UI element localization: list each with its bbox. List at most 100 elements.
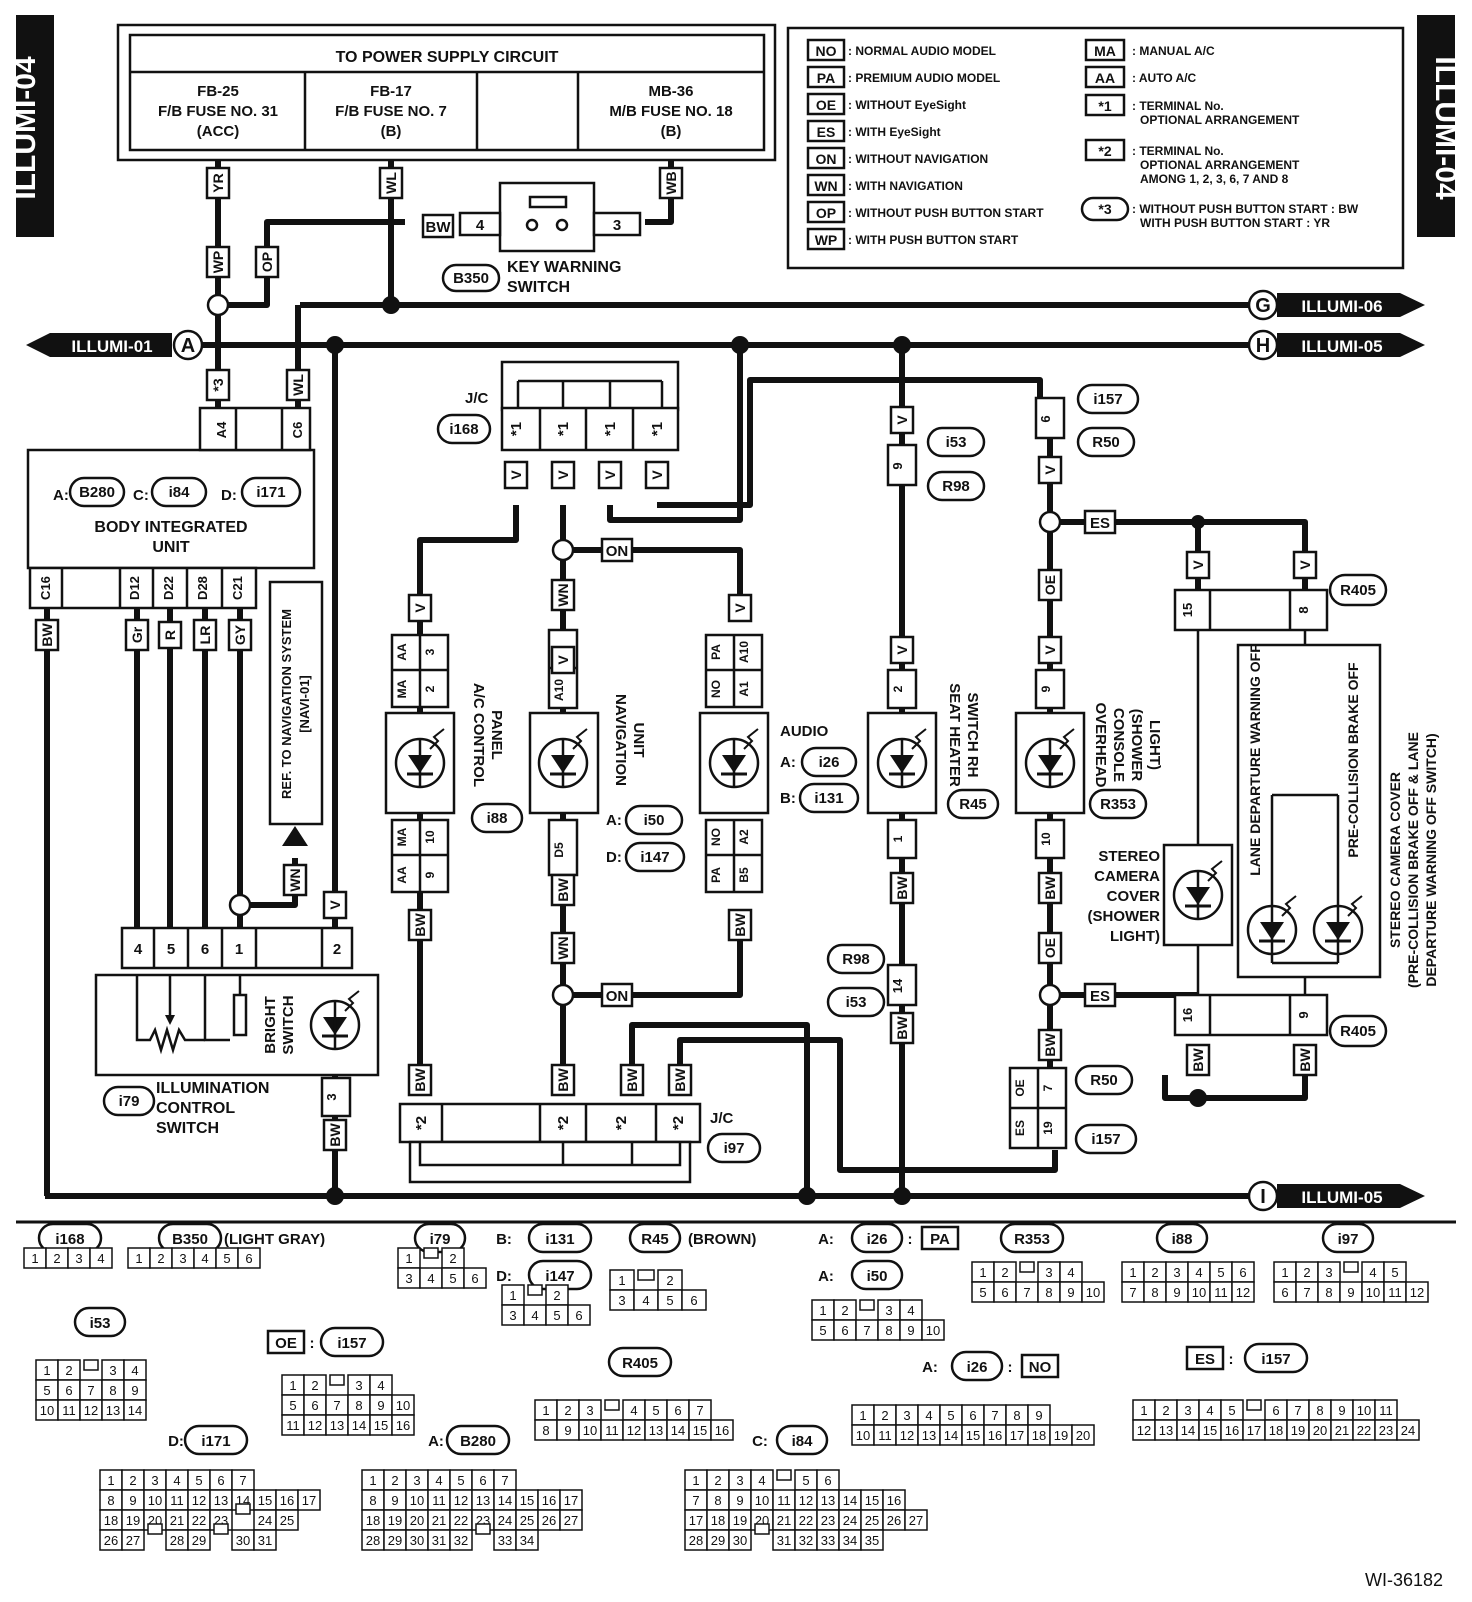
svg-text:LR: LR xyxy=(197,626,213,645)
connector-id: i168 xyxy=(55,1231,84,1248)
svg-text:i53: i53 xyxy=(946,434,967,451)
svg-text:B280: B280 xyxy=(79,484,115,501)
wire-color-label: BW xyxy=(667,1063,693,1097)
svg-text:i97: i97 xyxy=(724,1140,745,1157)
connector-pin: 11 xyxy=(1388,1285,1402,1300)
connector-pin: 3 xyxy=(151,1473,158,1488)
connector-pin: 5 xyxy=(289,1398,296,1413)
connector-pin: 2 xyxy=(311,1378,318,1393)
svg-text:2: 2 xyxy=(423,685,437,692)
svg-text:NO: NO xyxy=(709,680,723,698)
connector-pin: 14 xyxy=(352,1418,366,1433)
svg-text:ILLUMI-05: ILLUMI-05 xyxy=(1301,1188,1382,1207)
legend-item: AA: AUTO A/C xyxy=(1084,65,1197,89)
connector-pin: 6 xyxy=(311,1398,318,1413)
connector-pin: 27 xyxy=(909,1513,923,1528)
connector-pin: 30 xyxy=(410,1533,424,1548)
connector-pin: 16 xyxy=(396,1418,410,1433)
connector-pin: 2 xyxy=(1162,1403,1169,1418)
wire-color-label: V xyxy=(550,460,576,490)
connector-pin: 17 xyxy=(302,1493,316,1508)
connector-id: i53 xyxy=(90,1315,111,1332)
connector-pin: 29 xyxy=(711,1533,725,1548)
jc-bottom: J/C i97 xyxy=(398,1102,762,1184)
connector-pin: 27 xyxy=(126,1533,140,1548)
connector-pin: 6 xyxy=(969,1408,976,1423)
connector-pin: 1 xyxy=(1129,1265,1136,1280)
connector-pin: 13 xyxy=(330,1418,344,1433)
wire-color-label: WL xyxy=(378,166,404,200)
svg-text:STEREO: STEREO xyxy=(1098,848,1160,865)
svg-text:6: 6 xyxy=(1038,415,1053,422)
connector-pin: 2 xyxy=(714,1473,721,1488)
connector-pin: 9 xyxy=(1338,1403,1345,1418)
svg-text:9: 9 xyxy=(423,871,437,878)
connector-pin: 4 xyxy=(435,1473,442,1488)
svg-text::: : xyxy=(310,1335,315,1352)
connector-pin: 26 xyxy=(887,1513,901,1528)
svg-text:A4: A4 xyxy=(214,421,229,438)
connector-pin: 5 xyxy=(979,1285,986,1300)
svg-text:V: V xyxy=(555,470,571,480)
connector-pin: 22 xyxy=(192,1513,206,1528)
wire-color-label: BW xyxy=(1037,1028,1063,1062)
svg-text:BW: BW xyxy=(412,1068,428,1092)
connector-pin: 7 xyxy=(863,1323,870,1338)
svg-text:WL: WL xyxy=(383,172,399,194)
connector-id: R45 xyxy=(641,1231,669,1248)
connector-pin: 4 xyxy=(925,1408,932,1423)
led-icon xyxy=(876,728,928,789)
svg-text:OPTIONAL ARRANGEMENT: OPTIONAL ARRANGEMENT xyxy=(1140,113,1300,127)
connector-pin: 1 xyxy=(31,1251,38,1266)
connector-pin: 4 xyxy=(1206,1403,1213,1418)
wire-color-label: BW xyxy=(34,618,60,652)
connector-pin: 26 xyxy=(104,1533,118,1548)
connector-pin: 7 xyxy=(501,1473,508,1488)
connector-pin: 11 xyxy=(62,1403,76,1418)
wire-color-label: OP xyxy=(254,245,280,279)
svg-text:AA: AA xyxy=(1095,70,1115,86)
svg-text:LIGHT): LIGHT) xyxy=(1110,928,1160,945)
svg-text:i131: i131 xyxy=(814,790,843,807)
connector-pin: 2 xyxy=(1303,1265,1310,1280)
connector-pin: 1 xyxy=(859,1408,866,1423)
wire-color-label: ON xyxy=(600,982,634,1008)
connector-pin: 28 xyxy=(366,1533,380,1548)
svg-text:OPTIONAL ARRANGEMENT: OPTIONAL ARRANGEMENT xyxy=(1140,158,1300,172)
connector-pin: 6 xyxy=(1281,1285,1288,1300)
connector-pin: 5 xyxy=(819,1323,826,1338)
connector-pin: 21 xyxy=(1335,1423,1349,1438)
connector-pin: 1 xyxy=(692,1473,699,1488)
connector-pin: 8 xyxy=(1151,1285,1158,1300)
svg-text:(PRE-COLLISION BRAKE OFF & LAN: (PRE-COLLISION BRAKE OFF & LANE xyxy=(1405,732,1421,988)
svg-text:AUDIO: AUDIO xyxy=(780,723,829,740)
svg-text:WN: WN xyxy=(814,178,837,194)
connector-pin: 6 xyxy=(471,1271,478,1286)
svg-text:CONTROL: CONTROL xyxy=(156,1100,235,1117)
svg-text:ES: ES xyxy=(1195,1351,1215,1368)
wire-color-label: R xyxy=(157,620,183,650)
connector-pin: 7 xyxy=(333,1398,340,1413)
connector-pin: 5 xyxy=(195,1473,202,1488)
wire-color-label: WN xyxy=(282,863,308,897)
connector-pin: 2 xyxy=(841,1303,848,1318)
connector-pin: 9 xyxy=(564,1423,571,1438)
svg-text:C16: C16 xyxy=(38,576,53,600)
connector-pin: 3 xyxy=(355,1378,362,1393)
svg-text:*1: *1 xyxy=(555,422,572,436)
svg-text:C6: C6 xyxy=(290,422,305,439)
connector-pin: 11 xyxy=(170,1493,184,1508)
connector-pin: 1 xyxy=(289,1378,296,1393)
svg-text:WN: WN xyxy=(555,936,571,959)
legend-item: PA: PREMIUM AUDIO MODEL xyxy=(806,65,1000,89)
svg-text:A:: A: xyxy=(780,754,796,771)
svg-text:NAVIGATION: NAVIGATION xyxy=(612,694,629,786)
connector-pin: 9 xyxy=(131,1383,138,1398)
connector-pin: 21 xyxy=(777,1513,791,1528)
svg-text:WITH PUSH BUTTON START : YR: WITH PUSH BUTTON START : YR xyxy=(1140,216,1330,230)
wire-color-label: V xyxy=(322,890,348,920)
